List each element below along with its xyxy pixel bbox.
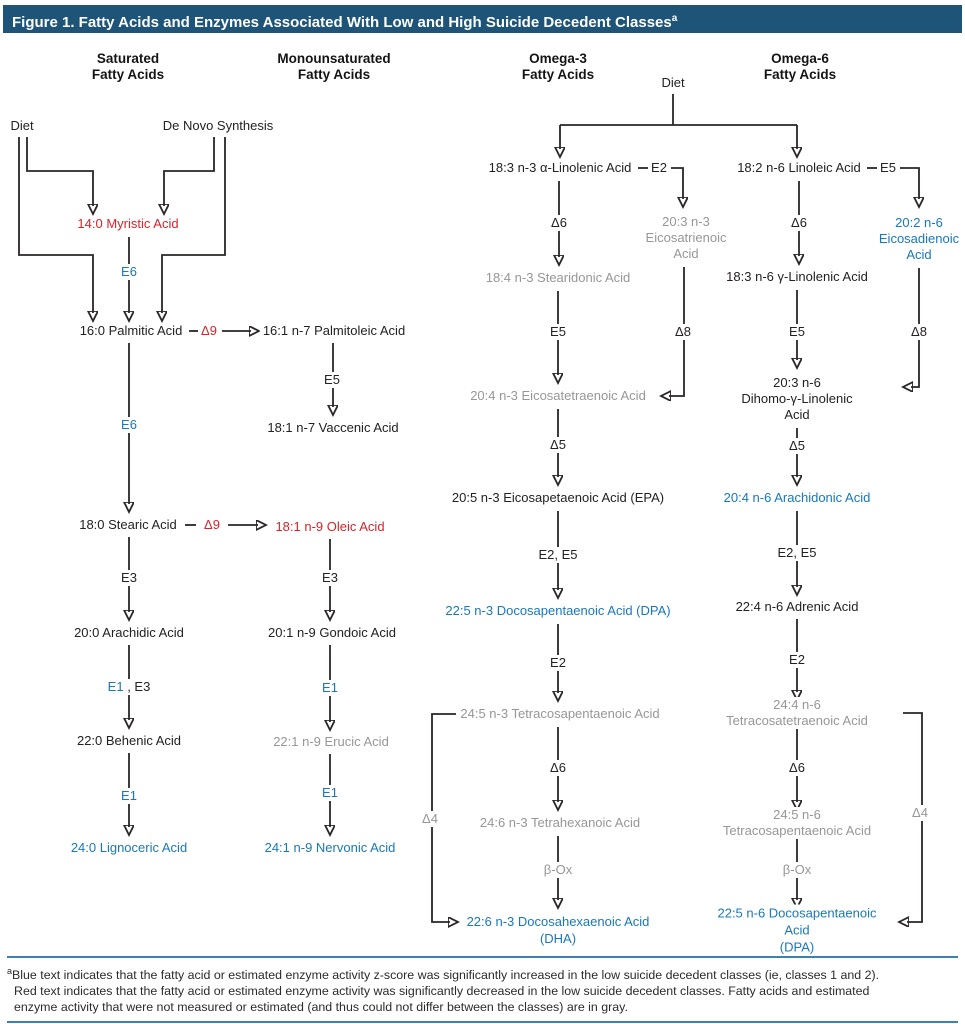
enzyme-e1-mono-lower-label: E1 — [319, 785, 341, 801]
enzyme-e2-e5-omega6-label: E2, E5 — [774, 545, 820, 561]
arrow-line — [911, 268, 920, 387]
enzyme-e3-mono-label: E3 — [319, 570, 341, 586]
delta5-omega3-label: Δ5 — [547, 437, 569, 453]
figure-title-superscript: a — [671, 13, 678, 24]
dpa-omega6-label: 22:5 n-6 Docosapentaenoic Acid (DPA) — [713, 904, 881, 956]
delta6-omega6-label: Δ6 — [788, 215, 810, 231]
enzyme-e5-omega6-label: E5 — [786, 324, 808, 340]
enzyme-e2-branch-label: E2 — [648, 160, 670, 176]
arrow-line — [26, 137, 93, 206]
tetracosatetraenoic-acid-label: 24:4 n-6 Tetracosatetraenoic Acid — [713, 697, 881, 729]
vaccenic-acid-label: 18:1 n-7 Vaccenic Acid — [264, 420, 402, 436]
erucic-acid-label: 22:1 n-9 Erucic Acid — [270, 734, 392, 750]
behenic-acid-label: 22:0 Behenic Acid — [73, 733, 185, 749]
eicosatetraenoic-acid-label: 20:4 n-3 Eicosatetraenoic Acid — [467, 388, 649, 404]
adrenic-acid-label: 22:4 n-6 Adrenic Acid — [732, 599, 862, 615]
arachidonic-acid-label: 20:4 n-6 Arachidonic Acid — [720, 490, 874, 506]
enzyme-e1-saturated-label: E1 — [118, 788, 140, 804]
tetracosapentaenoic-omega3-label: 24:5 n-3 Tetracosapentaenoic Acid — [457, 706, 663, 722]
gamma-linolenic-acid-label: 18:3 n-6 γ-Linolenic Acid — [723, 269, 871, 285]
enzyme-e1-part: E1 — [107, 679, 124, 694]
header-omega6: Omega-6 Fatty Acids — [763, 51, 837, 82]
delta8-omega3-label: Δ8 — [672, 324, 694, 340]
oleic-acid-label: 18:1 n-9 Oleic Acid — [272, 519, 388, 535]
header-monounsaturated: Monounsaturated Fatty Acids — [277, 51, 391, 82]
header-saturated: Saturated Fatty Acids — [91, 51, 165, 82]
delta6-lower-omega3-label: Δ6 — [547, 760, 569, 776]
delta4-omega3-label: Δ4 — [419, 811, 441, 827]
delta9-stearic-label: Δ9 — [201, 517, 223, 533]
arrow-line — [18, 137, 93, 313]
diet-saturated-label: Diet — [7, 118, 37, 134]
delta6-omega3-label: Δ6 — [548, 215, 570, 231]
linoleic-acid-label: 18:2 n-6 Linoleic Acid — [734, 160, 864, 176]
palmitoleic-acid-label: 16:1 n-7 Palmitoleic Acid — [259, 323, 409, 339]
delta9-palmitic-label: Δ9 — [198, 323, 220, 339]
enzyme-e6-lower-label: E6 — [118, 417, 140, 433]
nervonic-acid-label: 24:1 n-9 Nervonic Acid — [261, 840, 399, 856]
dpa-omega3-label: 22:5 n-3 Docosapentaenoic Acid (DPA) — [442, 603, 674, 619]
enzyme-e2-omega3-label: E2 — [547, 655, 569, 671]
saturated-connectors — [18, 137, 258, 827]
footnote-line-2: Red text indicates that the fatty acid o… — [14, 984, 870, 999]
tetrahexanoic-acid-label: 24:6 n-3 Tetrahexanoic Acid — [476, 815, 644, 831]
delta6-lower-omega6-label: Δ6 — [786, 760, 808, 776]
dha-label: 22:6 n-3 Docosahexaenoic Acid (DHA) — [463, 913, 653, 947]
enzyme-e2-omega6-label: E2 — [786, 652, 808, 668]
eicosatrienoic-acid-label: 20:3 n-3 Eicosatrienoic Acid — [642, 214, 730, 262]
stearidonic-acid-label: 18:4 n-3 Stearidonic Acid — [482, 270, 634, 286]
enzyme-e3-part: , E3 — [123, 679, 151, 694]
enzyme-e6-upper-label: E6 — [118, 264, 140, 280]
arrow-line — [162, 137, 226, 313]
enzyme-e5-mono-label: E5 — [321, 372, 343, 388]
beta-oxidation-omega6-label: β-Ox — [779, 862, 815, 878]
enzyme-e5-omega3-label: E5 — [547, 324, 569, 340]
enzyme-e3-saturated-label: E3 — [118, 570, 140, 586]
tetracosapentaenoic-omega6-label: 24:5 n-6 Tetracosapentaenoic Acid — [713, 807, 881, 839]
header-omega3: Omega-3 Fatty Acids — [521, 51, 595, 82]
footnote-line-1-text: Blue text indicates that the fatty acid … — [12, 968, 880, 983]
alpha-linolenic-acid-label: 18:3 n-3 α-Linolenic Acid — [485, 160, 635, 176]
figure-title: Figure 1. Fatty Acids and Enzymes Associ… — [12, 14, 672, 31]
arrow-line — [669, 267, 685, 396]
footnote-superscript: a — [7, 966, 13, 976]
arrow-line — [671, 167, 683, 199]
dihomo-gamma-linolenic-acid-label: 20:3 n-6 Dihomo-γ-Linolenic Acid — [738, 375, 856, 423]
footnote-line-3: enzyme activity that were not measured o… — [14, 1000, 628, 1015]
lignoceric-acid-label: 24:0 Lignoceric Acid — [67, 840, 191, 856]
figure-title-bar: Figure 1. Fatty Acids and Enzymes Associ… — [3, 5, 962, 33]
enzyme-e1-e3-label: E1 , E3 — [104, 679, 154, 695]
enzyme-e5-branch-label: E5 — [877, 160, 899, 176]
myristic-acid-label: 14:0 Myristic Acid — [74, 216, 182, 232]
enzyme-e2-e5-omega3-label: E2, E5 — [535, 547, 581, 563]
footnote-line-1: aBlue text indicates that the fatty acid… — [7, 963, 958, 983]
delta5-omega6-label: Δ5 — [786, 438, 808, 454]
arrow-line — [900, 167, 919, 199]
diet-branch-connectors — [560, 94, 797, 149]
figure-footnote: aBlue text indicates that the fatty acid… — [7, 956, 958, 1024]
arrow-line — [164, 137, 215, 206]
palmitic-acid-label: 16:0 Palmitic Acid — [76, 323, 186, 339]
enzyme-e1-mono-upper-label: E1 — [319, 680, 341, 696]
arachidic-acid-label: 20:0 Arachidic Acid — [71, 625, 187, 641]
delta8-omega6-label: Δ8 — [908, 324, 930, 340]
diet-omega-label: Diet — [658, 75, 688, 91]
epa-label: 20:5 n-3 Eicosapetaenoic Acid (EPA) — [448, 490, 668, 506]
eicosadienoic-acid-label: 20:2 n-6 Eicosadienoic Acid — [875, 215, 963, 263]
stearic-acid-label: 18:0 Stearic Acid — [76, 517, 180, 533]
de-novo-synthesis-label: De Novo Synthesis — [159, 118, 277, 134]
gondoic-acid-label: 20:1 n-9 Gondoic Acid — [265, 625, 399, 641]
delta4-omega6-label: Δ4 — [909, 805, 931, 821]
beta-oxidation-omega3-label: β-Ox — [540, 862, 576, 878]
